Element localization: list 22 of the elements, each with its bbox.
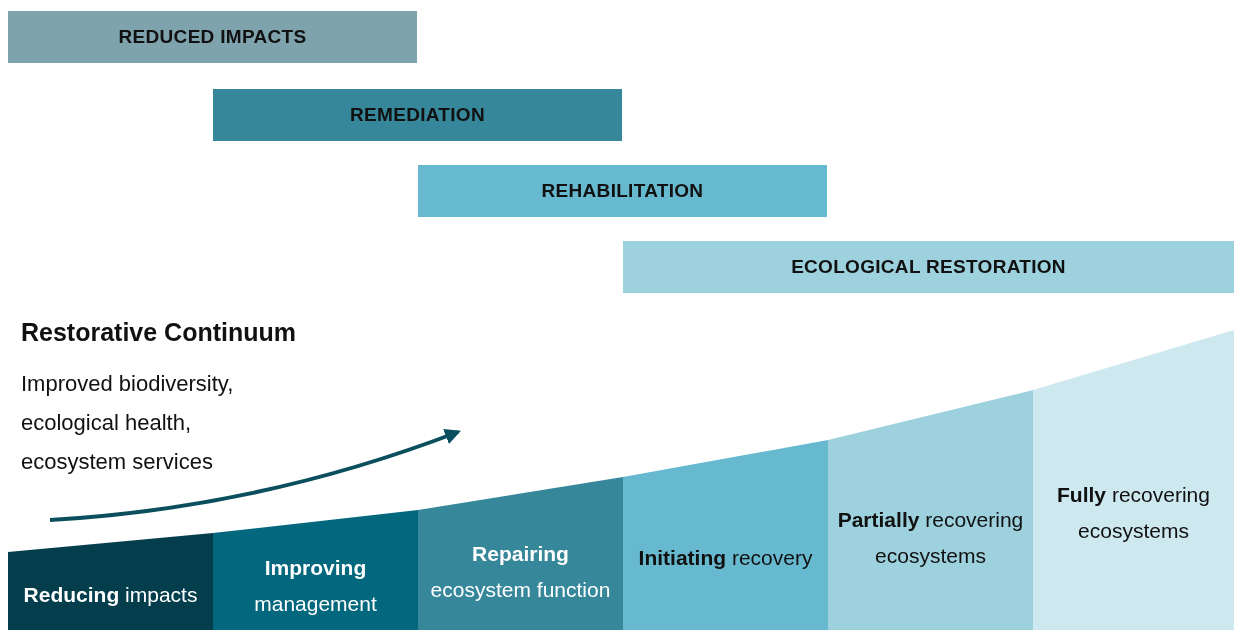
band-label: REDUCED IMPACTS — [118, 26, 307, 48]
band-box — [213, 89, 622, 141]
stage-block — [623, 440, 828, 630]
band-box — [623, 241, 1234, 293]
stage-block — [8, 533, 213, 630]
description-text: Improved biodiversity, ecological health, ecosystem services — [21, 370, 235, 476]
band-label: REMEDIATION — [350, 104, 485, 126]
stage-block — [213, 510, 418, 630]
stage-label: Fully recovering ecosystems — [1056, 482, 1211, 544]
heading: Restorative Continuum — [21, 318, 297, 347]
stage-label: Reducing impacts — [22, 582, 199, 608]
band-label: ECOLOGICAL RESTORATION — [791, 256, 1066, 278]
band-label: REHABILITATION — [541, 180, 704, 202]
stage-label: Partially recovering ecosystems — [836, 507, 1025, 569]
stage-label: Repairing ecosystem function — [429, 541, 612, 603]
stage-block — [418, 477, 623, 630]
stage-label: Initiating recovery — [637, 545, 814, 571]
stage-block — [828, 390, 1033, 630]
band-box — [418, 165, 827, 217]
band-box — [8, 11, 417, 63]
stage-label: Improving management — [253, 555, 378, 617]
stage-block — [1033, 330, 1234, 630]
